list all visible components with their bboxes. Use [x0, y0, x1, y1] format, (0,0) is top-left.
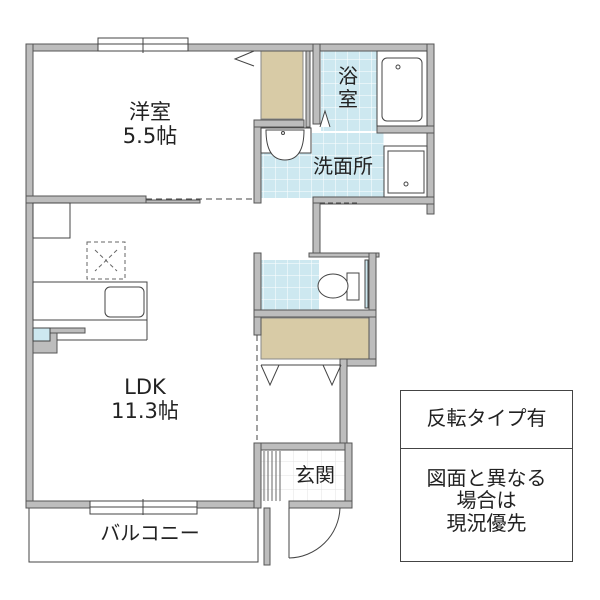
- storage-doors: [260, 364, 342, 387]
- kitchen: [32, 202, 148, 342]
- ldk-name: LDK: [124, 375, 166, 399]
- reverse-type-note: 反転タイプ有: [400, 390, 573, 449]
- washroom-label: 洗面所: [313, 154, 373, 178]
- bathroom-name-2: 室: [338, 87, 358, 111]
- western-room-size: 5.5帖: [122, 124, 178, 149]
- entrance-label: 玄関: [295, 463, 335, 487]
- bathroom-floor: [321, 51, 377, 131]
- walls: [25, 43, 435, 566]
- vanity-sink: [260, 127, 312, 161]
- balcony: [28, 506, 259, 563]
- ldk-size: 11.3帖: [111, 399, 179, 424]
- door-marker: [233, 50, 255, 67]
- disclaimer-line-1: 図面と異なる: [426, 466, 547, 490]
- bathroom-label: 浴 室: [330, 65, 366, 111]
- entrance-door: [288, 507, 341, 559]
- disclaimer-line-2: 場合は: [456, 488, 517, 513]
- toilet: [317, 259, 369, 309]
- entrance-floor: [260, 450, 350, 502]
- storage: [260, 317, 370, 360]
- bathroom-name-1: 浴: [338, 64, 358, 88]
- bath-door-marker: [319, 109, 331, 128]
- bathtub: [376, 50, 428, 127]
- closet: [260, 50, 304, 120]
- western-room-label: 洋室 5.5帖: [100, 100, 200, 148]
- window-bottom: [89, 499, 198, 515]
- disclaimer-line-3: 現況優先: [446, 510, 527, 535]
- disclaimer-note: 図面と異なる 場合は 現況優先: [400, 448, 573, 562]
- window-top: [97, 37, 189, 53]
- western-room-name: 洋室: [129, 100, 171, 124]
- toilet-floor: [261, 260, 319, 310]
- disclaimer-text: 図面と異なる 場合は 現況優先: [401, 466, 572, 535]
- balcony-label: バルコニー: [100, 521, 200, 545]
- entrance-step: [263, 451, 281, 501]
- washing-machine: [383, 145, 428, 198]
- reverse-type-text: 反転タイプ有: [426, 406, 547, 430]
- ldk-label: LDK 11.3帖: [95, 375, 195, 423]
- range-hood: [86, 241, 126, 280]
